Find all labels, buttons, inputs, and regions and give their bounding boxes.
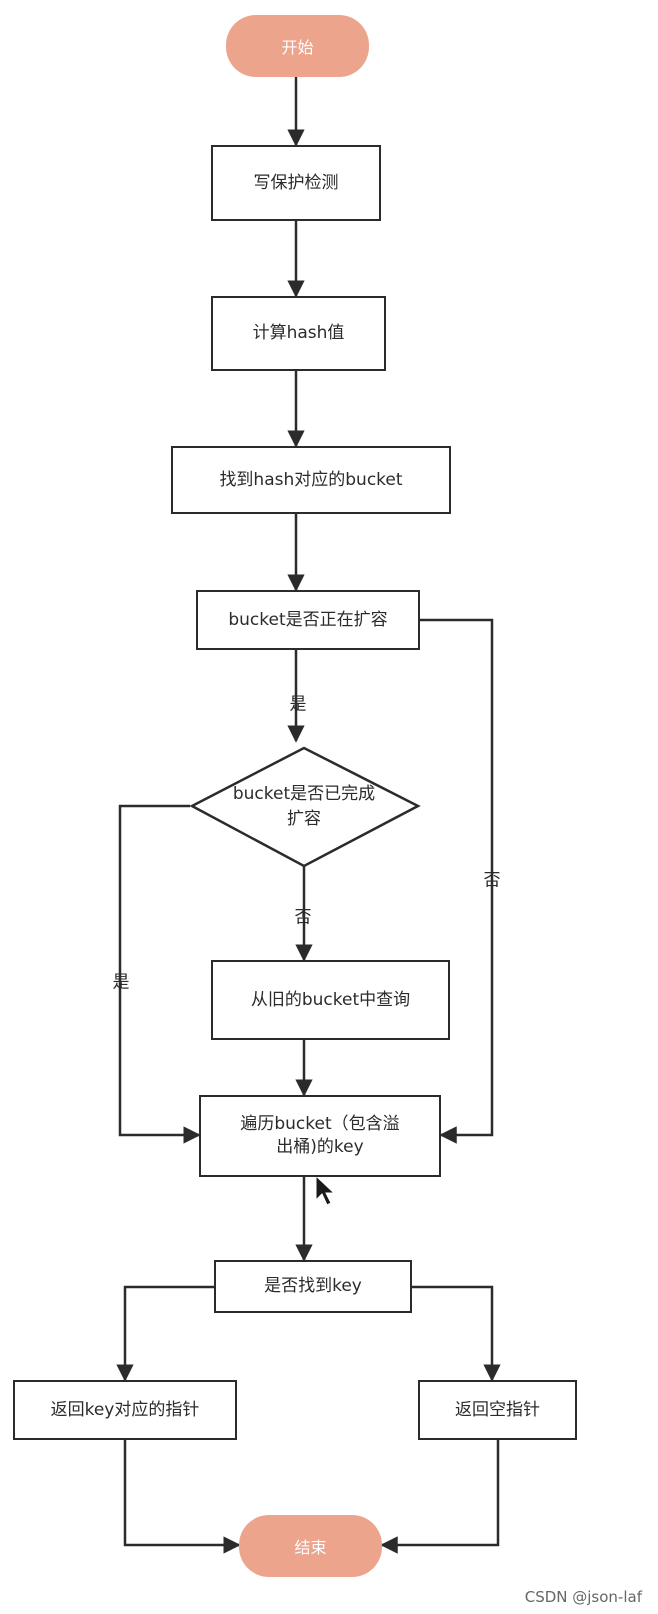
find-bucket-node: 找到hash对应的bucket <box>171 446 451 514</box>
edge-pointer-to-end <box>123 1440 241 1554</box>
no-growing-label: 否 <box>483 870 501 891</box>
compute-hash-label: 计算hash值 <box>252 323 345 344</box>
compute-hash-node: 计算hash值 <box>211 296 386 371</box>
end-node: 结束 <box>239 1515 382 1577</box>
yes-growing-label: 是 <box>289 694 307 715</box>
write-protect-node: 写保护检测 <box>211 145 381 221</box>
is-growing-node: bucket是否正在扩容 <box>196 590 420 650</box>
edge-growing-no <box>420 618 494 1144</box>
query-old-node: 从旧的bucket中查询 <box>211 960 450 1040</box>
no-done-label: 否 <box>294 907 312 928</box>
write-protect-label: 写保护检测 <box>253 172 339 193</box>
start-label: 开始 <box>281 38 314 57</box>
yes-done-label: 是 <box>112 972 130 993</box>
is-growing-label: bucket是否正在扩容 <box>228 609 388 630</box>
watermark: CSDN @json-laf <box>524 1588 642 1606</box>
edge-found-no <box>412 1285 501 1382</box>
query-old-label: 从旧的bucket中查询 <box>250 989 411 1010</box>
edge-done-yes <box>118 804 201 1144</box>
return-null-node: 返回空指针 <box>418 1380 577 1440</box>
found-key-node: 是否找到key <box>214 1260 412 1313</box>
return-pointer-label: 返回key对应的指针 <box>50 1399 200 1420</box>
return-pointer-node: 返回key对应的指针 <box>13 1380 237 1440</box>
edge-found-yes <box>116 1285 214 1382</box>
grow-done-line2: 扩容 <box>287 808 321 829</box>
find-bucket-label: 找到hash对应的bucket <box>219 469 403 490</box>
start-node: 开始 <box>226 15 369 77</box>
edge-null-to-end <box>380 1440 500 1554</box>
traverse-node: 遍历bucket（包含溢 出桶)的key <box>199 1095 441 1177</box>
traverse-line2: 出桶)的key <box>276 1137 364 1157</box>
cursor-icon <box>315 1174 336 1206</box>
return-null-label: 返回空指针 <box>455 1399 540 1420</box>
decision-diamond <box>189 746 421 868</box>
found-key-label: 是否找到key <box>264 1276 362 1297</box>
grow-done-text: bucket是否已完成 扩容 <box>196 782 412 831</box>
traverse-line1: 遍历bucket（包含溢 <box>240 1114 400 1135</box>
grow-done-line1: bucket是否已完成 <box>232 784 376 804</box>
end-label: 结束 <box>294 1538 327 1557</box>
